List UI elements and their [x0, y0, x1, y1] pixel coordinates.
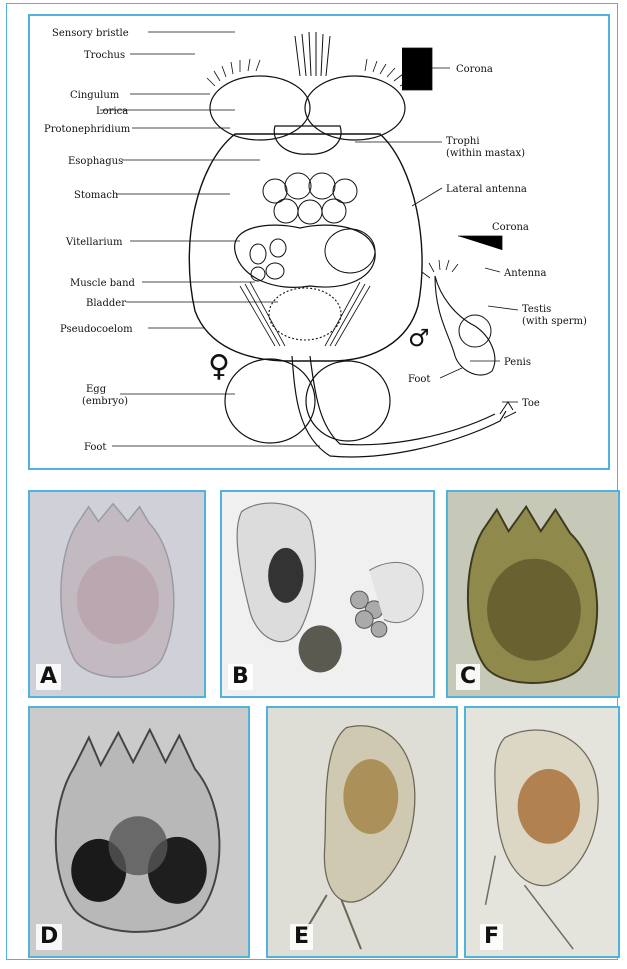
- photo-b: B: [220, 490, 435, 698]
- label-stomach: Stomach: [74, 190, 119, 201]
- label-foot: Foot: [84, 442, 106, 453]
- photo-d: D: [28, 706, 250, 958]
- photo-f-image: [466, 708, 618, 956]
- photo-c: C: [446, 490, 620, 698]
- label-protonephridium: Protonephridium: [44, 124, 131, 135]
- label-muscle-band: Muscle band: [70, 278, 136, 289]
- label-pseudocoelom: Pseudocoelom: [60, 324, 133, 335]
- photo-e: E: [266, 706, 458, 958]
- photo-c-label: C: [456, 664, 480, 690]
- label-penis: Penis: [504, 357, 531, 368]
- photo-b-image: [222, 492, 433, 696]
- photo-f: F: [464, 706, 620, 958]
- label-toe: Toe: [522, 398, 540, 409]
- label-trochus: Trochus: [84, 50, 125, 61]
- label-male-foot: Foot: [408, 374, 430, 385]
- label-testis: Testis: [522, 304, 551, 315]
- photo-d-label: D: [36, 924, 62, 950]
- label-esophagus: Esophagus: [68, 156, 123, 167]
- label-vitellarium: Vitellarium: [65, 237, 123, 248]
- label-trophi: Trophi: [446, 136, 480, 147]
- photo-f-label: F: [480, 924, 503, 950]
- rotifer-diagram: Sensory bristle Trochus Cingulum Lorica …: [30, 16, 608, 468]
- label-cingulum: Cingulum: [70, 90, 120, 101]
- label-egg: Egg: [86, 384, 107, 395]
- photo-a: A: [28, 490, 206, 698]
- photo-d-image: [30, 708, 248, 956]
- label-lorica: Lorica: [96, 106, 128, 117]
- label-testis-sperm: (with sperm): [522, 316, 587, 327]
- label-male-corona: Corona: [492, 222, 529, 233]
- photo-b-label: B: [228, 664, 253, 690]
- label-trophi-within: (within mastax): [446, 148, 525, 159]
- photo-e-image: [268, 708, 456, 956]
- male-symbol: ♂: [408, 324, 430, 352]
- photo-e-label: E: [290, 924, 313, 950]
- label-sensory-bristle: Sensory bristle: [52, 28, 129, 39]
- photo-a-label: A: [36, 664, 61, 690]
- label-corona: Corona: [456, 64, 493, 75]
- label-lateral-antenna: Lateral antenna: [446, 184, 527, 195]
- label-antenna: Antenna: [503, 268, 546, 279]
- female-symbol: ♀: [208, 349, 230, 384]
- label-bladder: Bladder: [86, 298, 126, 309]
- label-egg-embryo: (embryo): [82, 396, 128, 407]
- rotifer-diagram-panel: Sensory bristle Trochus Cingulum Lorica …: [28, 14, 610, 470]
